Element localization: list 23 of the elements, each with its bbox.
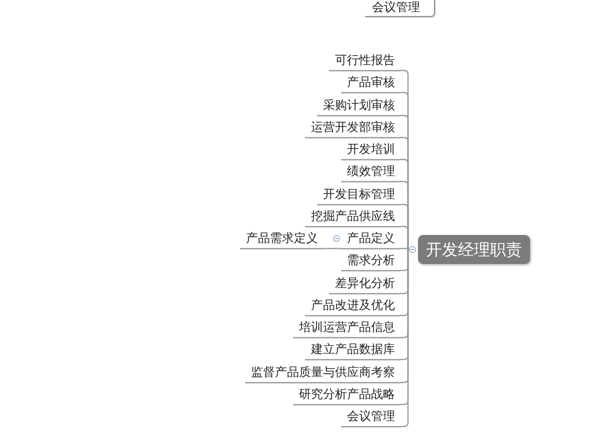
central-topic-box: 开发经理职责 bbox=[418, 235, 530, 264]
topic-label: 开发培训 bbox=[341, 138, 400, 160]
topic-box: 会议管理 bbox=[365, 0, 435, 17]
topic-label: 可行性报告 bbox=[329, 49, 400, 71]
topic-label: 产品定义 bbox=[341, 227, 400, 249]
topic-label: 产品审核 bbox=[341, 71, 400, 93]
topic-label: 差异化分析 bbox=[329, 272, 400, 294]
topic-label: 会议管理 bbox=[341, 405, 400, 427]
topic-label: 绩效管理 bbox=[341, 160, 400, 182]
connector-line bbox=[323, 248, 341, 250]
topic-label: 建立产品数据库 bbox=[305, 338, 400, 360]
topic-label: 监督产品质量与供应商考察 bbox=[245, 361, 400, 383]
topic-label: 产品改进及优化 bbox=[305, 294, 400, 316]
topic-label: 培训运营产品信息 bbox=[293, 316, 400, 338]
connector-line bbox=[400, 248, 410, 250]
topic-label: 运营开发部审核 bbox=[305, 116, 400, 138]
connector-line bbox=[400, 226, 410, 250]
topic-label: 挖掘产品供应线 bbox=[305, 205, 400, 227]
topic-label: 开发目标管理 bbox=[317, 183, 400, 205]
topic-label: 产品需求定义 bbox=[240, 227, 323, 249]
topic-label: 采购计划审核 bbox=[317, 94, 400, 116]
topic-label: 需求分析 bbox=[341, 249, 400, 271]
topic-label: 研究分析产品战略 bbox=[293, 383, 400, 405]
